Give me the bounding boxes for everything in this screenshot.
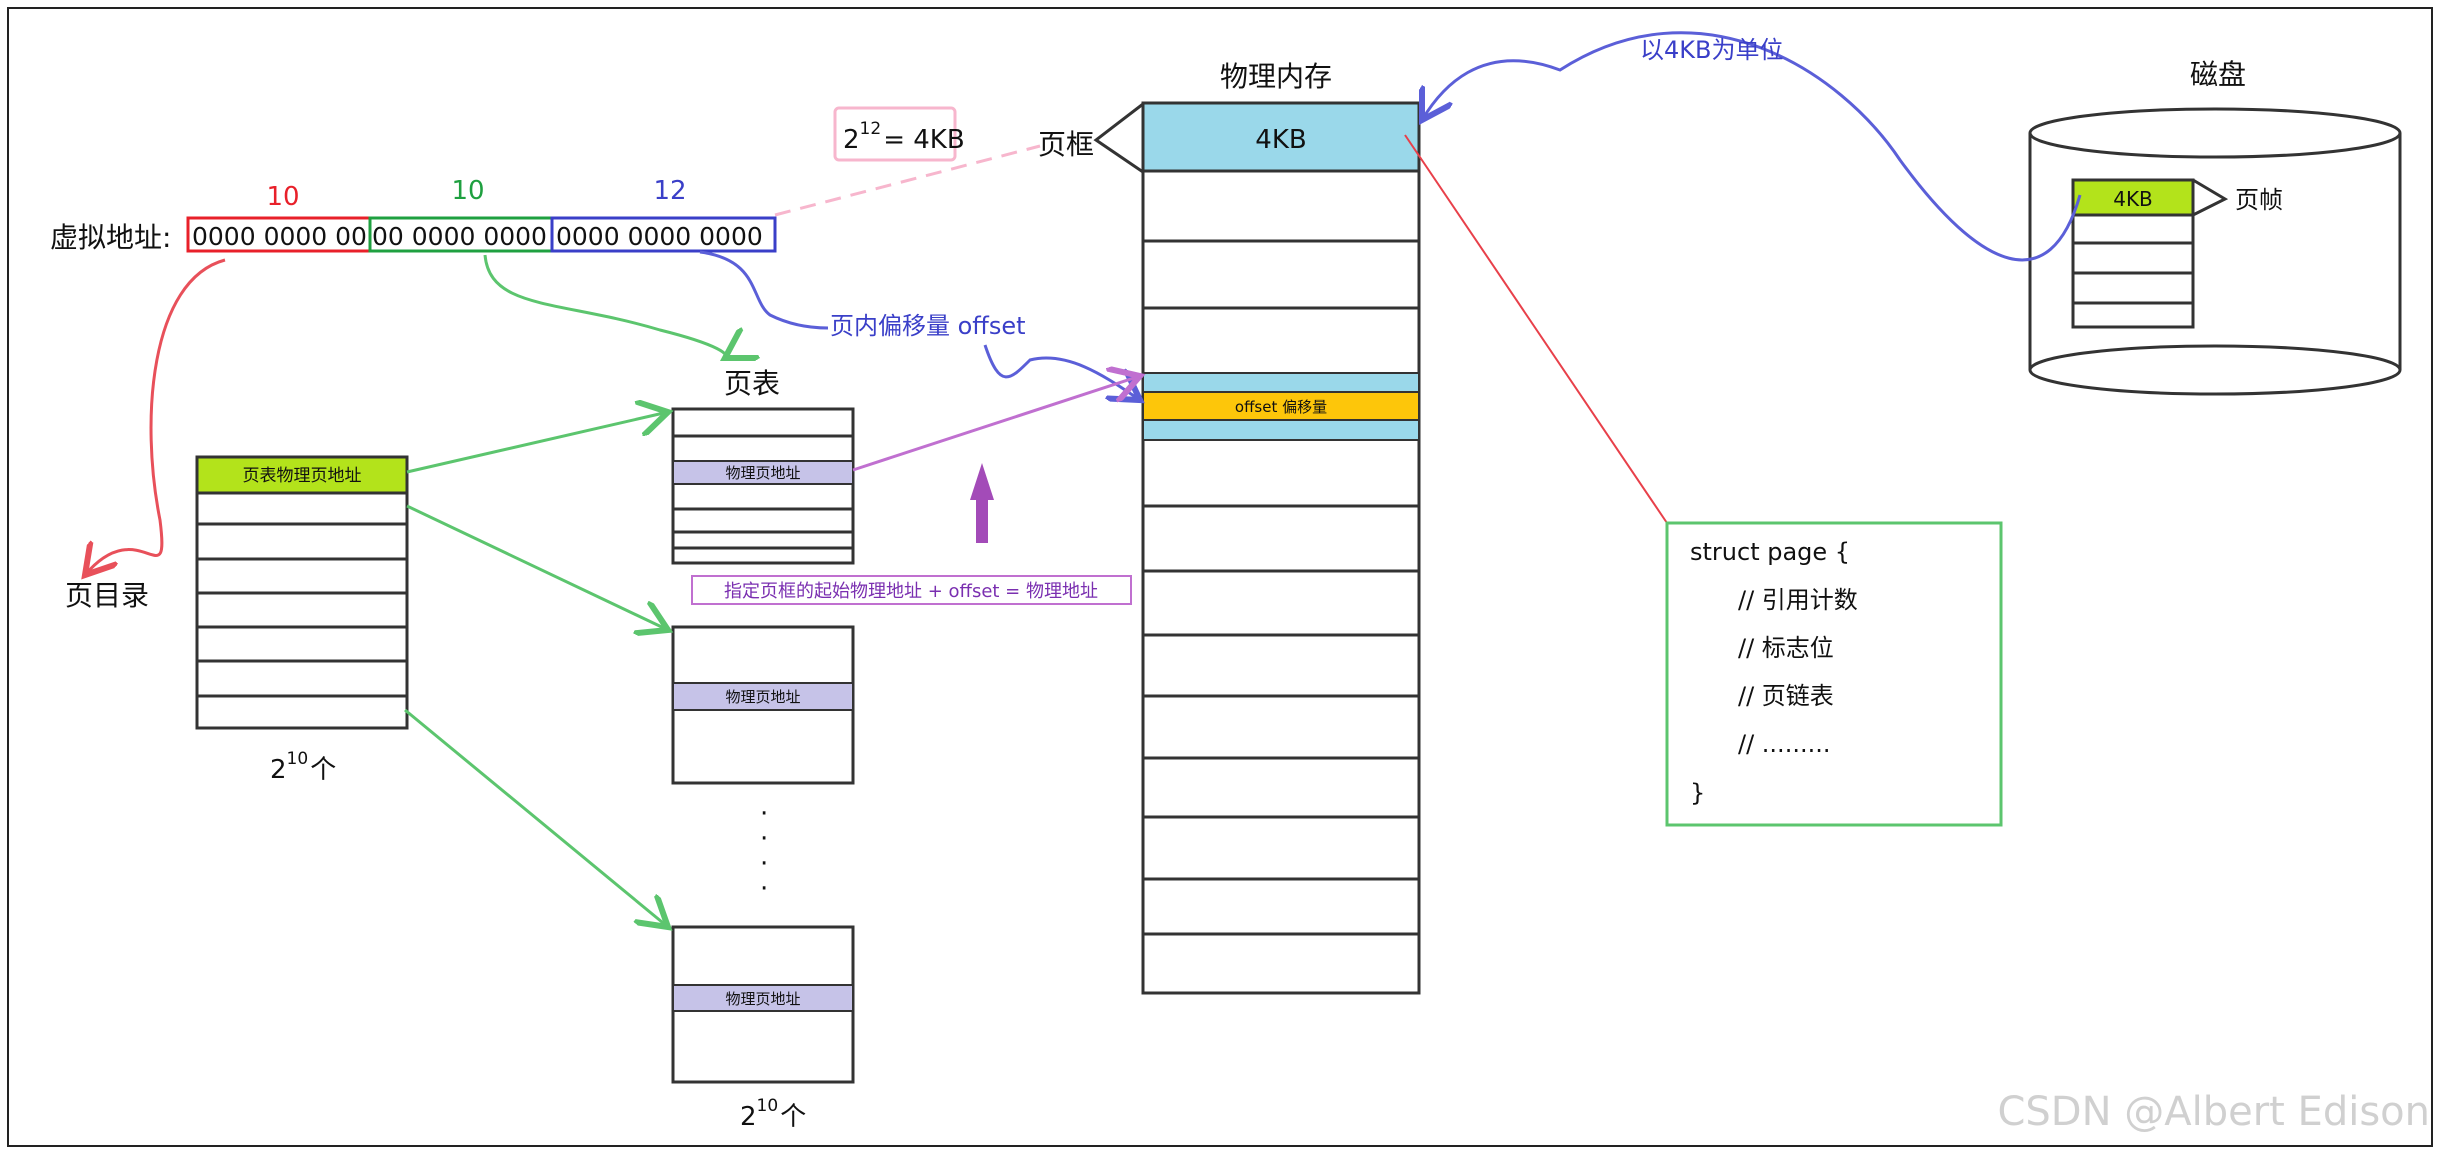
directory-bits-value: 0000 0000 00: [192, 222, 367, 251]
dir-to-table2-arrow: [406, 504, 668, 630]
pink-dashed-link: [774, 144, 1041, 217]
ellipsis-dots: ·· ··: [760, 799, 768, 904]
table-bits: 10: [451, 176, 484, 206]
svg-text:·: ·: [760, 874, 768, 904]
table-bits-value: 00 0000 0000: [372, 222, 547, 251]
struct-line: // 引用计数: [1738, 586, 1858, 614]
directory-count: 210个: [270, 749, 336, 785]
virtual-address: 虚拟地址: 10 10 12 0000 0000 00 00 0000 0000…: [50, 176, 777, 254]
frame-border: [7, 7, 2433, 1147]
svg-text:·: ·: [760, 799, 768, 829]
dir-to-table3-arrow: [404, 708, 668, 927]
page-frame-label: 页框: [1038, 128, 1094, 161]
virtual-address-label: 虚拟地址:: [50, 221, 171, 254]
struct-line: // 页链表: [1738, 682, 1834, 710]
directory-entry-label: 页表物理页地址: [243, 466, 362, 486]
physical-memory-title: 物理内存: [1220, 60, 1332, 93]
svg-text:·: ·: [760, 849, 768, 879]
unit-note: 以4KB为单位: [1640, 36, 1783, 64]
disk-page-label: 4KB: [2113, 187, 2153, 211]
page-frame-disk-label: 页帧: [2235, 186, 2283, 214]
offset-to-memory-arrow: [983, 344, 1140, 400]
struct-line: struct page {: [1690, 538, 1850, 566]
disk-page-4kb: [2071, 178, 2195, 217]
directory-bits: 10: [266, 182, 299, 212]
offset-segment-box: [550, 216, 777, 253]
formula-text: 指定页框的起始物理地址 + offset = 物理地址: [724, 581, 1098, 602]
directory-entry-first: [195, 455, 409, 495]
memory-page-label: 4KB: [1255, 125, 1306, 155]
offset-cell: [1142, 391, 1420, 421]
page-table-entry: 物理页地址: [725, 688, 800, 706]
dir-to-table1-arrow: [406, 412, 668, 474]
offset-cell-label: offset 偏移量: [1235, 398, 1327, 416]
struct-line: // .........: [1738, 730, 1830, 758]
up-arrow-icon: [970, 463, 994, 543]
struct-page-box: struct page { // 引用计数 // 标志位 // 页链表 // .…: [1665, 521, 2003, 827]
offset-link: [699, 250, 829, 330]
offset-note: 页内偏移量 offset: [830, 312, 1026, 340]
offset-bits-value: 0000 0000 0000: [556, 222, 763, 251]
page-table-title: 页表: [724, 367, 780, 400]
page-table-entry: 物理页地址: [725, 464, 800, 482]
page-table-3: 物理页地址: [671, 925, 855, 1084]
disk: 磁盘 4KB 页帧: [2028, 58, 2402, 396]
svg-text:·: ·: [760, 824, 768, 854]
disk-title: 磁盘: [2190, 58, 2246, 91]
directory-bits-arrow: [85, 258, 226, 575]
page-frame-bracket: [1093, 102, 1144, 174]
struct-line: // 标志位: [1738, 634, 1834, 662]
memory-to-struct-line: [1404, 134, 1668, 524]
formula-box: [691, 575, 1132, 605]
watermark: CSDN @Albert Edison: [1997, 1089, 2430, 1135]
page-size-note: 212= 4KB: [833, 106, 965, 162]
page-table-entry: 物理页地址: [725, 990, 800, 1008]
table-to-memory-arrow: [852, 376, 1140, 472]
physical-memory: 物理内存 4KB offset 偏移量: [1141, 60, 1421, 995]
page-table-count: 210个: [740, 1096, 806, 1132]
page-directory-label: 页目录: [65, 579, 149, 612]
table-bits-arrow: [483, 254, 726, 358]
offset-bits: 12: [653, 176, 686, 206]
memory-page-4kb: [1141, 101, 1421, 173]
page-directory: 页表物理页地址 210个 页目录: [65, 455, 409, 785]
svg-text:212= 4KB: 212= 4KB: [843, 119, 965, 155]
page-table-1: 物理页地址: [671, 407, 855, 565]
disk-to-memory-arrow: [1422, 31, 2082, 262]
page-table-2: 物理页地址: [671, 625, 855, 785]
struct-line: }: [1690, 779, 1705, 807]
